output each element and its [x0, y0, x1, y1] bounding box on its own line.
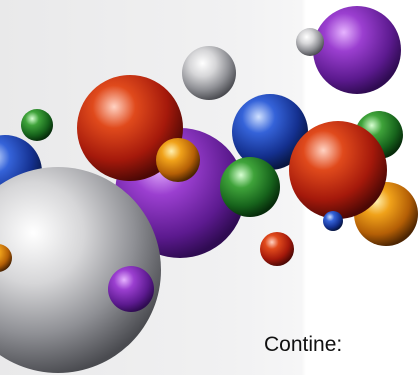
sphere-silver-tiny-top	[296, 28, 324, 56]
sphere-silver-large-bottom-left	[0, 167, 161, 373]
sphere-red-right	[289, 121, 387, 219]
caption-text: Contine:	[264, 333, 343, 356]
sphere-orange-left-edge	[0, 244, 12, 272]
sphere-orange-small-center	[156, 138, 200, 182]
sphere-blue-tiny-right	[323, 211, 343, 231]
sphere-red-large-center	[77, 75, 183, 181]
sphere-red-small-bottom	[260, 232, 294, 266]
sphere-blue-center	[232, 94, 308, 170]
sphere-green-small-left	[21, 109, 53, 141]
sphere-green-center	[220, 157, 280, 217]
sphere-purple-small-bottom	[108, 266, 154, 312]
sphere-silver-small-top	[182, 46, 236, 100]
sphere-purple-top-right	[313, 6, 401, 94]
